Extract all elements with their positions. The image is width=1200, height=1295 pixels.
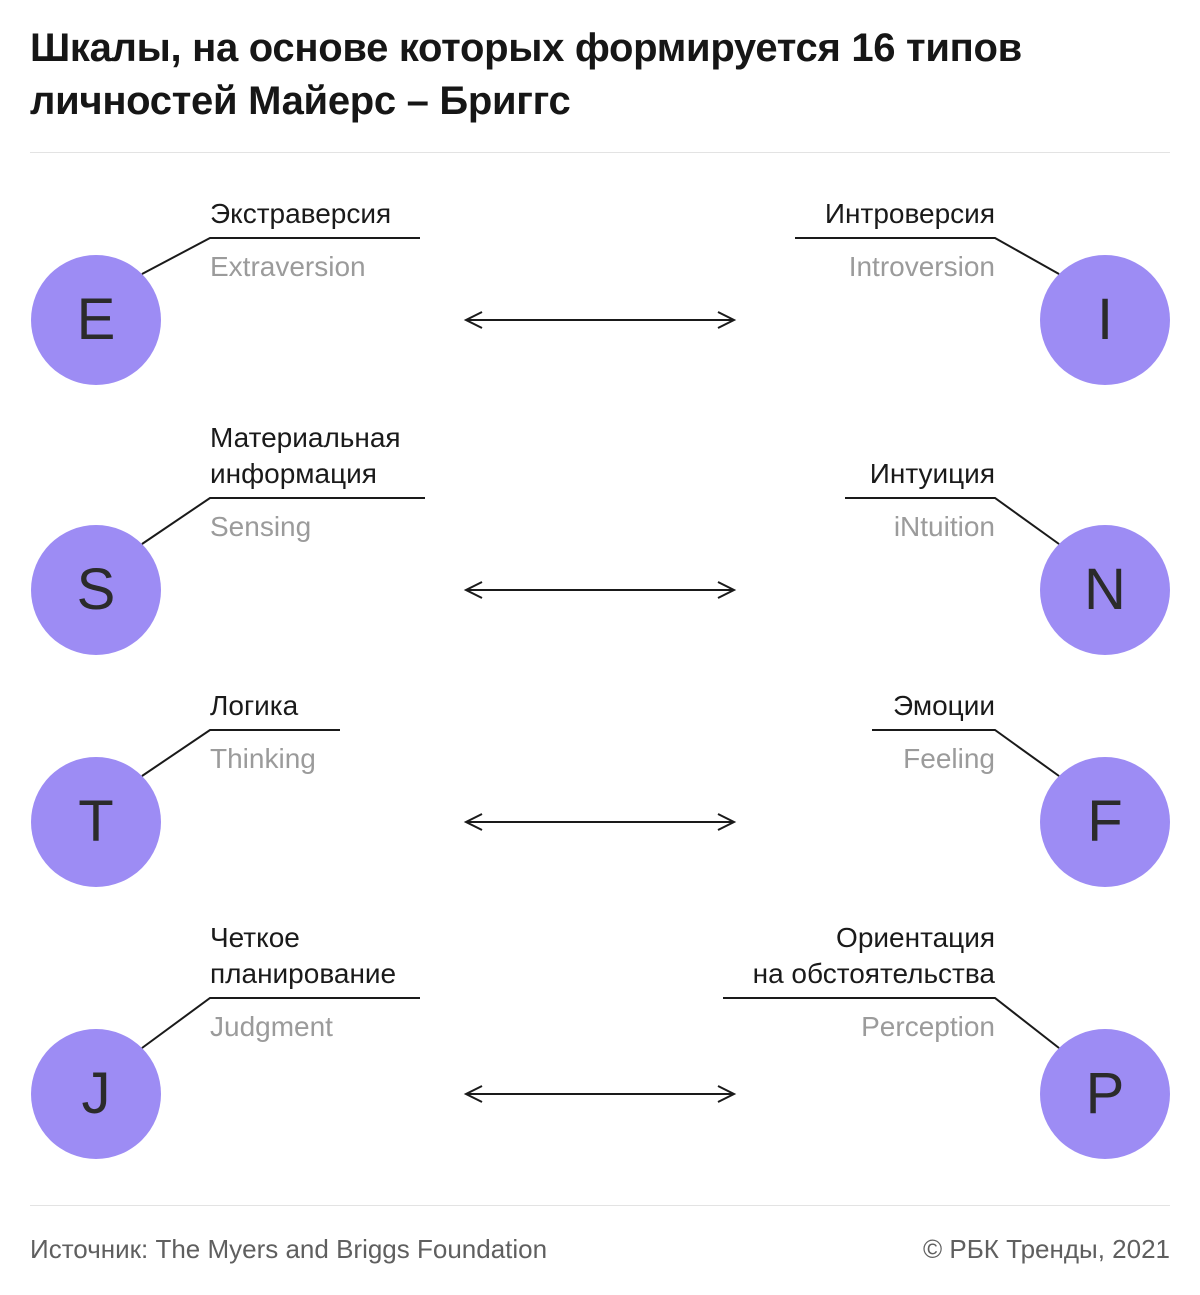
label-ru-perception: Ориентация на обстоятельства	[752, 922, 995, 989]
circle-i-letter: I	[1096, 287, 1114, 352]
label-en-extraversion: Extraversion	[210, 251, 366, 282]
double-arrow-icon-row1	[463, 311, 737, 329]
label-en-thinking: Thinking	[210, 743, 316, 774]
circle-j-letter: J	[81, 1061, 111, 1126]
bottom-divider	[30, 1205, 1170, 1206]
label-ru-judgment: Четкое планирование	[210, 922, 397, 989]
label-en-introversion: Introversion	[848, 251, 995, 282]
label-ru-intuition: Интуиция	[869, 458, 995, 489]
label-ru-thinking: Логика	[210, 690, 299, 721]
circle-e: E	[31, 255, 161, 385]
label-ru-feeling: Эмоции	[893, 690, 995, 721]
circle-p: P	[1040, 1029, 1170, 1159]
circle-j: J	[31, 1029, 161, 1159]
label-ru-sensing: Материальная информация	[210, 422, 401, 489]
label-en-feeling: Feeling	[903, 743, 995, 774]
double-arrow-icon-row2	[463, 581, 737, 599]
label-en-judgment: Judgment	[210, 1011, 333, 1042]
circle-t: T	[31, 757, 161, 887]
circle-n-letter: N	[1084, 557, 1126, 622]
label-en-perception: Perception	[861, 1011, 995, 1042]
circle-s: S	[31, 525, 161, 655]
circle-p-letter: P	[1085, 1061, 1125, 1126]
circle-i: I	[1040, 255, 1170, 385]
circle-f-letter: F	[1087, 789, 1123, 854]
top-divider	[30, 152, 1170, 153]
circle-n: N	[1040, 525, 1170, 655]
label-en-sensing: Sensing	[210, 511, 312, 542]
label-ru-introversion: Интроверсия	[824, 198, 995, 229]
circle-e-letter: E	[76, 287, 116, 352]
circle-t-letter: T	[78, 789, 114, 854]
double-arrow-icon-row3	[463, 813, 737, 831]
circle-s-letter: S	[76, 557, 116, 622]
footer-copyright: © РБК Тренды, 2021	[923, 1234, 1170, 1264]
page-title: Шкалы, на основе которых формируется 16 …	[30, 26, 1022, 123]
footer-source: Источник: The Myers and Briggs Foundatio…	[30, 1234, 548, 1264]
label-ru-extraversion: Экстраверсия	[210, 198, 392, 229]
double-arrow-icon-row4	[463, 1085, 737, 1103]
circle-f: F	[1040, 757, 1170, 887]
label-en-intuition: iNtuition	[893, 511, 995, 542]
